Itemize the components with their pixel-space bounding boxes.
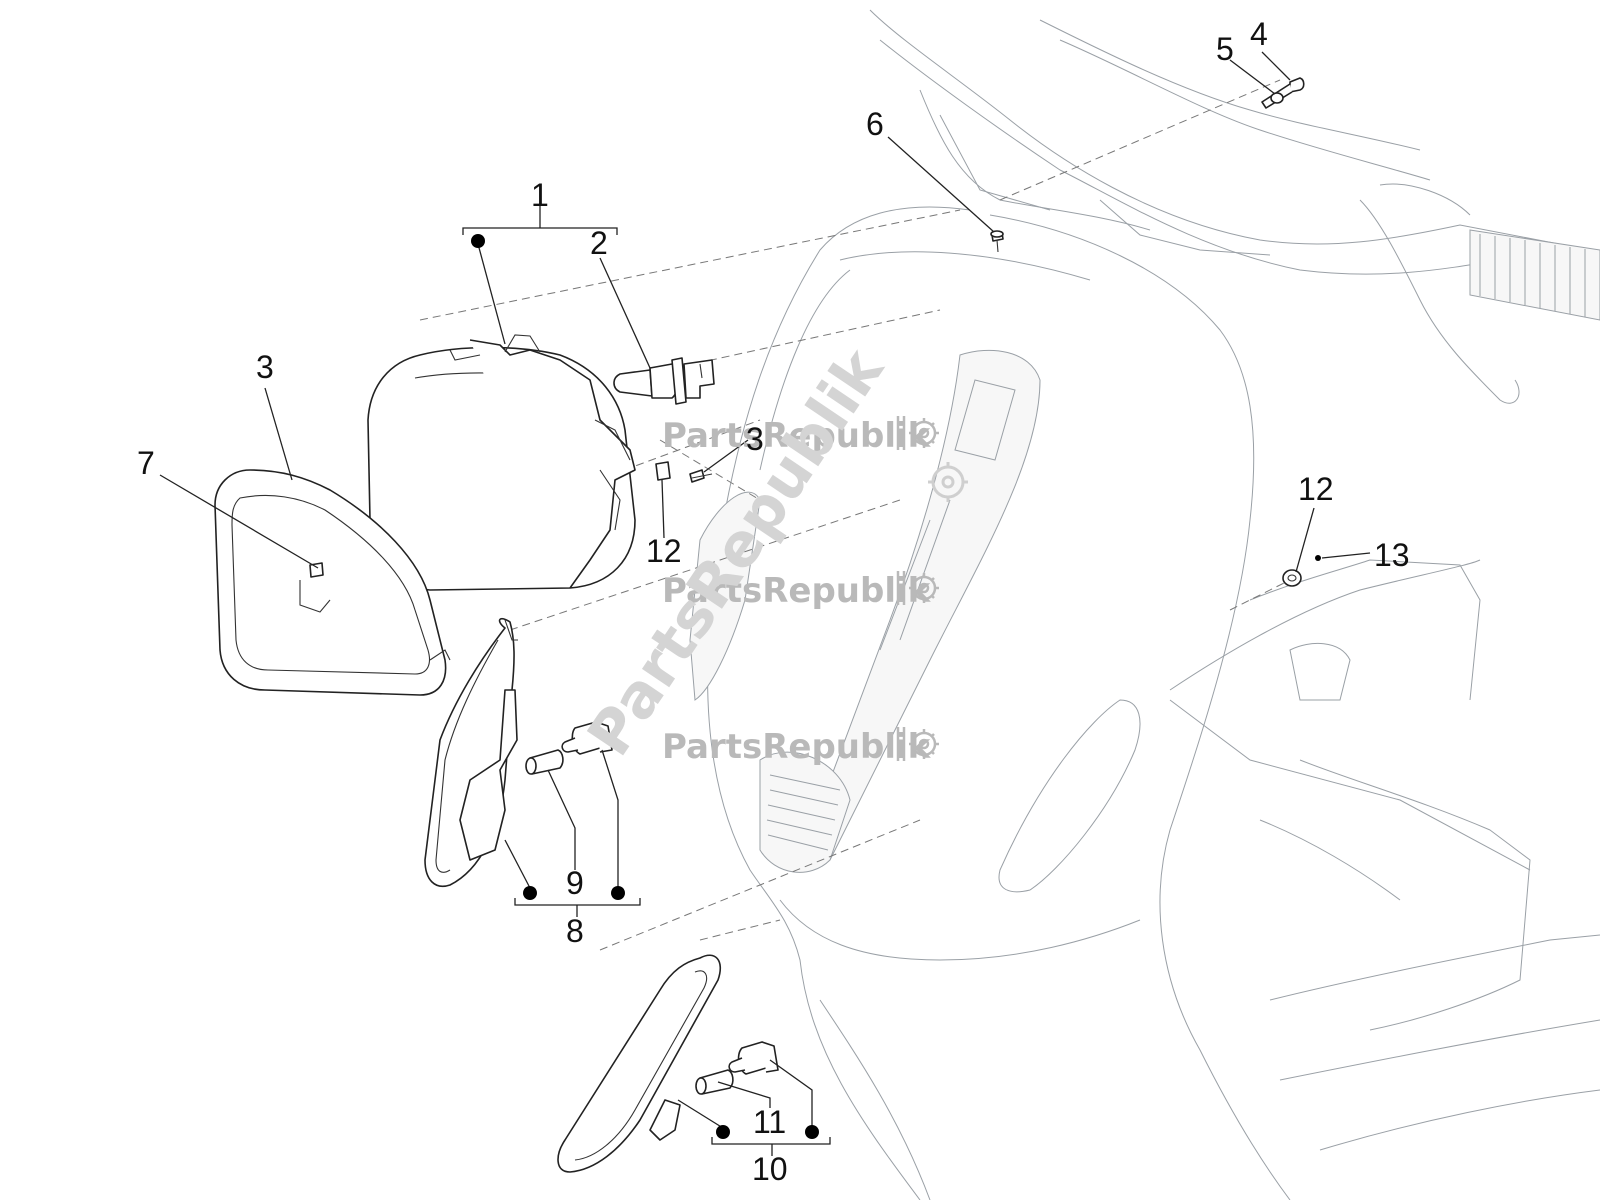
callout-numbers: 1 2 3 3 4 5 6 7 8 9 10 11 12 12 13	[137, 16, 1410, 1187]
gear-icon	[928, 462, 968, 502]
callout-5[interactable]: 5	[1216, 31, 1234, 67]
callout-3[interactable]: 3	[256, 349, 274, 385]
headlight-assembly[interactable]	[367, 334, 636, 591]
headlight-bulb[interactable]	[613, 357, 715, 405]
callout-2[interactable]: 2	[590, 225, 608, 261]
screw-3b[interactable]	[689, 469, 713, 483]
indicator-bulb[interactable]	[525, 749, 564, 775]
front-left-indicator[interactable]	[424, 617, 518, 887]
watermarks: PartsRepublik PartsRepublik PartsRepubli…	[574, 335, 968, 768]
watermark-text: PartsRepublik	[662, 727, 932, 767]
callout-1[interactable]: 1	[531, 177, 549, 213]
nut-13[interactable]	[1315, 555, 1321, 561]
screw-4[interactable]	[1261, 77, 1305, 109]
watermark-text: PartsRepublik	[662, 571, 932, 611]
screw-6[interactable]	[990, 230, 1004, 253]
callout-11[interactable]: 11	[753, 1104, 786, 1140]
reference-dots	[471, 234, 819, 1139]
indicator-socket[interactable]	[561, 721, 613, 755]
washer-5[interactable]	[1270, 92, 1284, 104]
callout-12-left[interactable]: 12	[646, 533, 682, 569]
leader-lines	[159, 51, 1371, 1156]
callout-10[interactable]: 10	[752, 1151, 788, 1187]
scooter-body	[689, 9, 1600, 1200]
lower-indicator-bulb[interactable]	[695, 1069, 734, 1095]
callout-3-screw[interactable]: 3	[746, 421, 764, 457]
headlight-rim[interactable]	[214, 469, 451, 696]
callout-13[interactable]: 13	[1374, 537, 1410, 573]
front-right-indicator[interactable]	[557, 954, 722, 1173]
gear-icon	[896, 727, 939, 761]
clip-12-left[interactable]	[655, 461, 671, 481]
callout-8[interactable]: 8	[566, 913, 584, 949]
grommet-12-right[interactable]	[1282, 569, 1302, 587]
callout-6[interactable]: 6	[866, 106, 884, 142]
callout-4[interactable]: 4	[1250, 16, 1268, 52]
lower-indicator-socket[interactable]	[728, 1041, 779, 1075]
callout-9[interactable]: 9	[566, 865, 584, 901]
gear-icon	[896, 571, 939, 605]
callout-7[interactable]: 7	[137, 445, 155, 481]
callout-12-right[interactable]: 12	[1298, 471, 1334, 507]
watermark-text: PartsRepublik	[662, 416, 932, 456]
gear-icon	[896, 416, 939, 450]
